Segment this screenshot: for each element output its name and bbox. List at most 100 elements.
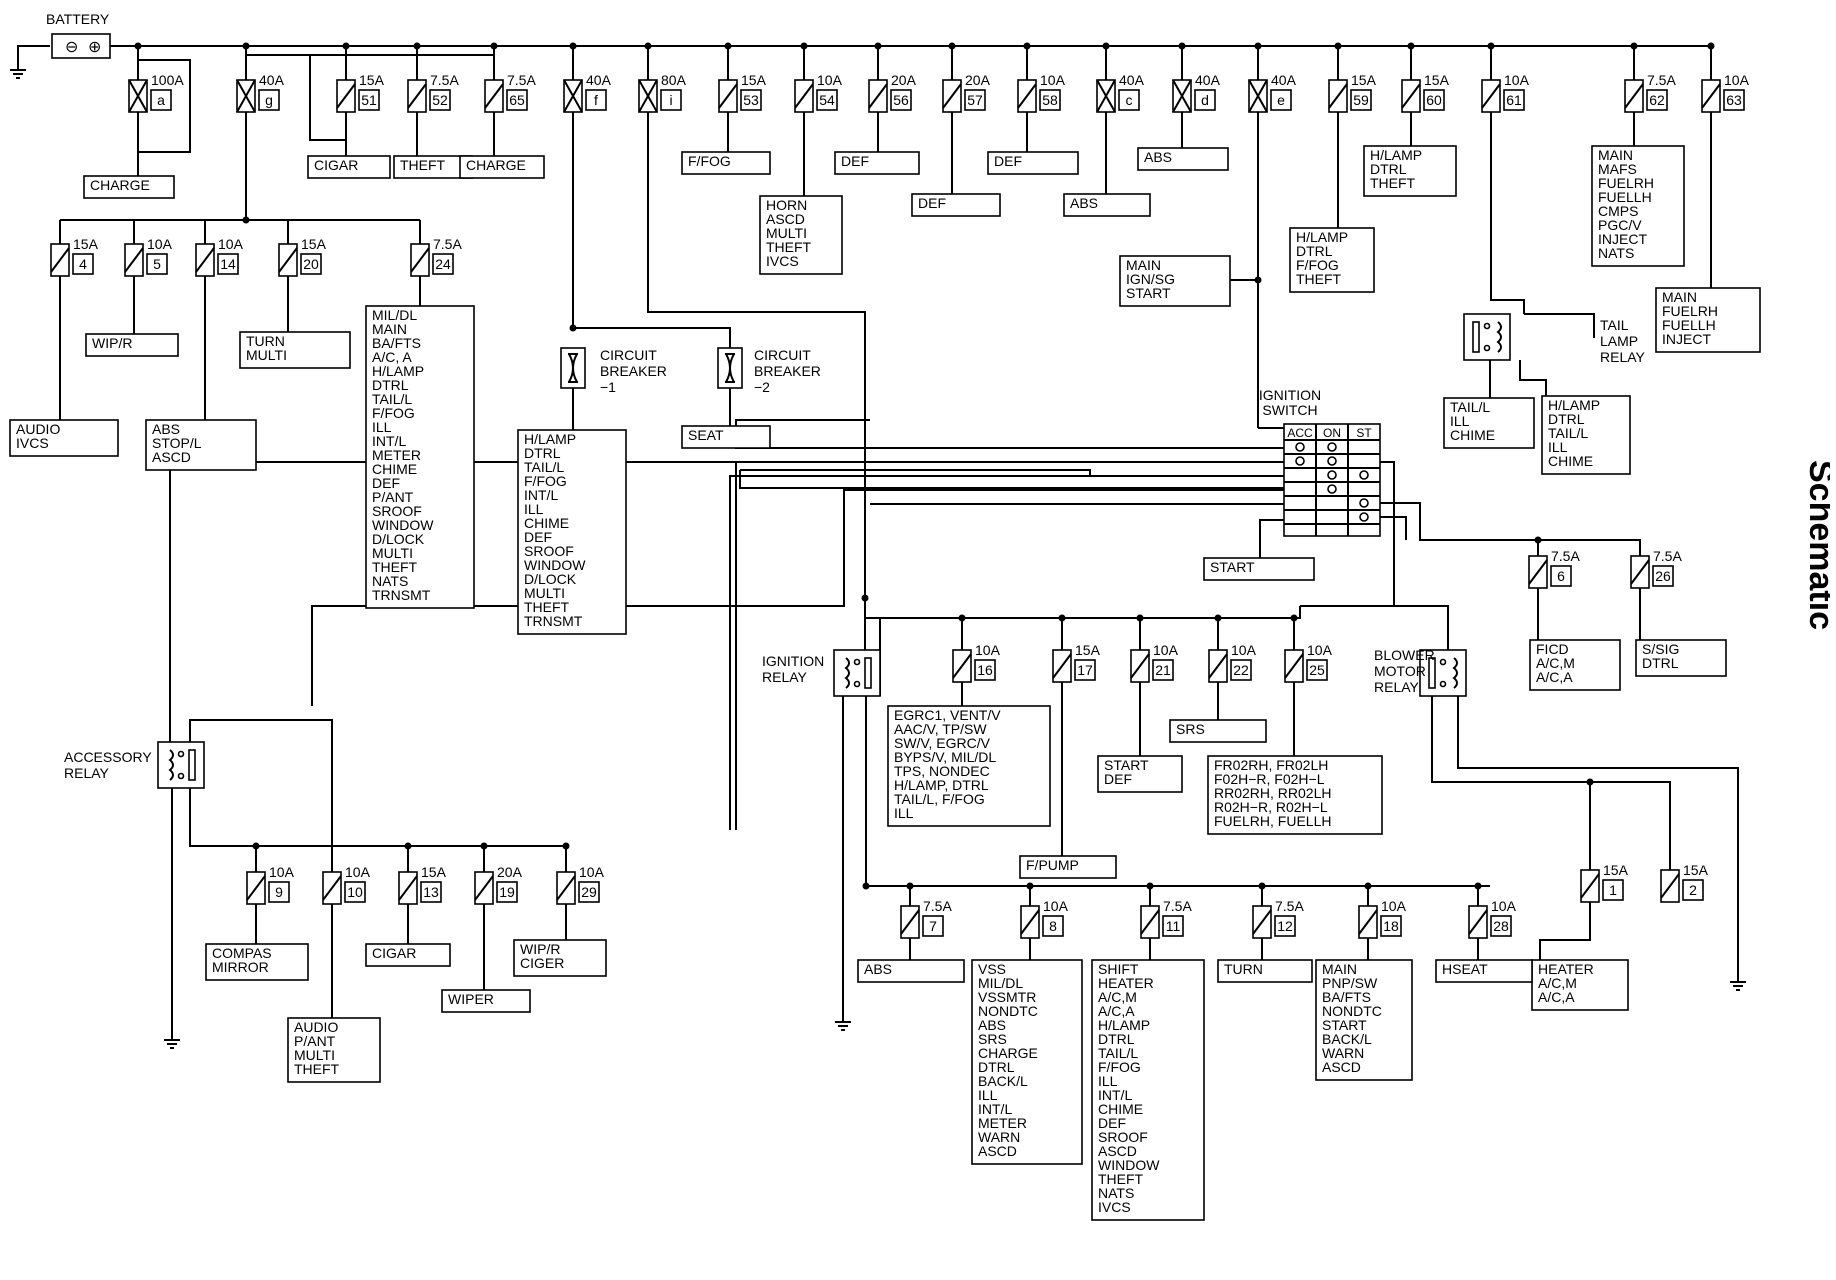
fuse-number: 52	[432, 92, 448, 108]
load-label: START	[1322, 1017, 1367, 1033]
blower-relay-label: RELAY	[1374, 679, 1420, 695]
load-label: CHIME	[1098, 1101, 1143, 1117]
load-label: TAIL/L, F/FOG	[894, 791, 985, 807]
load-label: CHARGE	[466, 157, 526, 173]
load-label: TAIL/L	[1450, 399, 1490, 415]
load-box-wipr-5: WIP/R	[85, 333, 179, 357]
load-label: HSEAT	[1442, 961, 1488, 977]
wire	[865, 606, 1301, 619]
load-label: A/C,M	[1098, 989, 1137, 1005]
fuse-rating: 20A	[965, 72, 991, 88]
load-label: TAIL/L	[524, 459, 564, 475]
fuse-rating: 15A	[1683, 862, 1709, 878]
wire	[311, 489, 1284, 706]
fuse-rating: 40A	[259, 72, 285, 88]
fuse-number: 6	[1557, 568, 1565, 584]
circuit-breaker-2	[717, 347, 743, 389]
fuse-rating: 15A	[359, 72, 385, 88]
load-label: INT/L	[524, 487, 558, 503]
ignition-relay-label: RELAY	[762, 669, 808, 685]
load-label: STOP/L	[152, 435, 202, 451]
load-box-shift-11: SHIFTHEATERA/C,MA/C,AH/LAMPDTRLTAIL/LF/F…	[1091, 959, 1205, 1221]
junction-dot	[1364, 882, 1372, 890]
junction-dot	[562, 842, 570, 850]
fuse-rating: 10A	[1043, 898, 1069, 914]
fuse-rating: 10A	[1153, 642, 1179, 658]
load-label: IVCS	[766, 253, 799, 269]
load-label: INJECT	[1662, 331, 1711, 347]
load-label: THEFT	[400, 157, 446, 173]
fuse-number: a	[157, 92, 165, 108]
junction-dot	[569, 42, 577, 50]
ignition-switch-label: IGNITION	[1259, 387, 1321, 403]
load-label: TPS, NONDEC	[894, 763, 990, 779]
load-label: DEF	[918, 195, 946, 211]
fuse-rating: 10A	[269, 864, 295, 880]
junction-dot	[480, 842, 488, 850]
load-label: ILL	[1548, 439, 1568, 455]
wire	[739, 470, 1284, 489]
load-label: DEF	[1104, 771, 1132, 787]
fuse-rating: 40A	[586, 72, 612, 88]
load-label: THEFT	[1370, 175, 1416, 191]
load-label: FR02RH, FR02LH	[1214, 757, 1328, 773]
load-label: WIP/R	[520, 941, 560, 957]
fuse-number: 28	[1493, 918, 1509, 934]
load-label: DTRL	[1548, 411, 1585, 427]
load-label: TAIL/L	[1098, 1045, 1138, 1061]
load-label: TRNSMT	[524, 613, 583, 629]
accessory-relay	[157, 741, 205, 789]
junction-dot	[252, 842, 260, 850]
fuse-rating: 15A	[1424, 72, 1450, 88]
fuse-rating: 15A	[741, 72, 767, 88]
load-label: H/LAMP	[1098, 1017, 1150, 1033]
load-label: METER	[978, 1115, 1027, 1131]
fuse-number: g	[265, 92, 273, 108]
fuse-number: 19	[499, 884, 515, 900]
load-label: IVCS	[16, 435, 49, 451]
junction-dot	[1102, 42, 1110, 50]
load-label: FICD	[1536, 641, 1569, 657]
load-box-srs-22: SRS	[1169, 719, 1267, 743]
fuse-number: 12	[1277, 918, 1293, 934]
load-label: MAIN	[1662, 289, 1697, 305]
fuse-number: 9	[275, 884, 283, 900]
junction-dot	[724, 42, 732, 50]
load-label: H/LAMP	[1548, 397, 1600, 413]
fuse-7: 7.5A7	[900, 898, 952, 939]
junction-dot	[1630, 42, 1638, 50]
load-label: MAIN	[1322, 961, 1357, 977]
fuse-number: i	[669, 92, 672, 108]
load-label: SROOF	[524, 543, 574, 559]
load-label: SROOF	[372, 503, 422, 519]
load-label: START	[1126, 285, 1171, 301]
wire	[189, 788, 567, 872]
load-label: SHIFT	[1098, 961, 1139, 977]
fuse-number: e	[1277, 92, 1285, 108]
load-label: FUELRH	[1598, 175, 1654, 191]
load-label: P/ANT	[294, 1033, 336, 1049]
accessory-relay-label: RELAY	[64, 765, 110, 781]
components: ⊖⊕BATTERY100Aa40Ag15A517.5A527.5A6540Af8…	[9, 11, 1761, 1221]
load-label: DEF	[1098, 1115, 1126, 1131]
tail-lamp-relay-label: TAIL	[1600, 317, 1629, 333]
load-label: INT/L	[1098, 1087, 1132, 1103]
junction-dot	[1146, 882, 1154, 890]
junction-dot	[1178, 42, 1186, 50]
